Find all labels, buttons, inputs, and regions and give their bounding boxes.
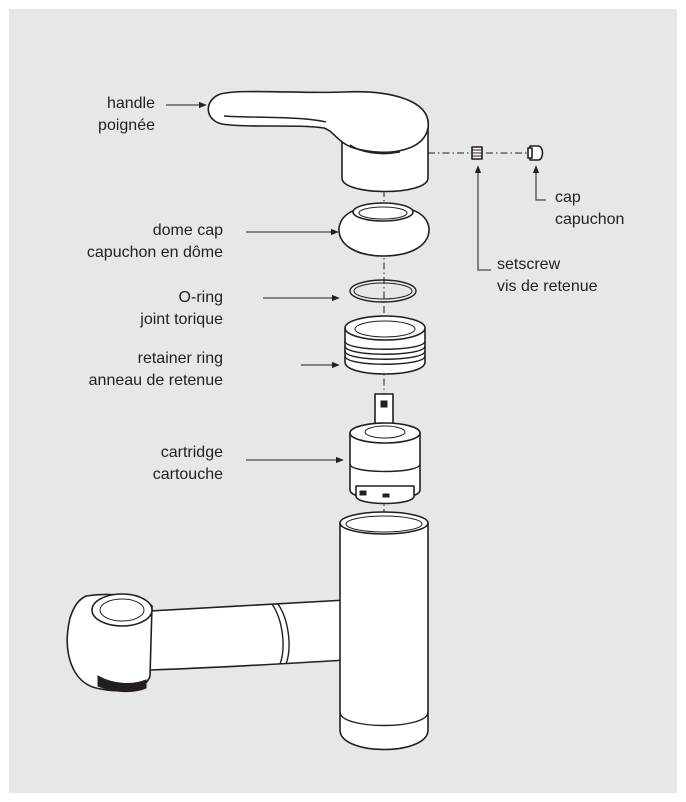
setscrew-label-en: setscrew [497,256,561,273]
retainer-ring-label-fr: anneau de retenue [88,372,223,389]
setscrew-leader [474,165,491,271]
cap-part [527,145,544,161]
o-ring-part [349,279,417,303]
o-ring-label-en: O-ring [178,289,223,306]
o-ring-label-fr: joint torique [140,311,223,328]
handle-label-fr: poignée [98,117,155,134]
faucet-body [66,511,429,751]
cartridge-part [349,393,421,505]
dome-cap-label: dome cap capuchon en dôme [87,220,223,264]
cap-leader [532,165,546,201]
cap-label: cap capuchon [555,187,624,231]
handle-part [207,90,429,193]
retainer-ring-part [344,315,426,375]
dome-cap-label-en: dome cap [152,222,223,239]
cap-label-fr: capuchon [555,211,625,228]
dome-cap-part [338,202,430,257]
setscrew-label-fr: vis de retenue [497,278,598,295]
cap-label-en: cap [555,189,581,206]
dome-cap-label-fr: capuchon en dôme [86,244,223,261]
retainer-ring-label-en: retainer ring [137,350,223,367]
cartridge-label-en: cartridge [160,444,223,461]
setscrew-label: setscrew vis de retenue [497,254,598,298]
cartridge-label-fr: cartouche [152,466,223,483]
handle-label-en: handle [106,95,155,112]
setscrew-part [471,146,483,160]
handle-label: handle poignée [98,93,155,137]
o-ring-label: O-ring joint torique [140,287,223,331]
cartridge-label: cartridge cartouche [153,442,223,486]
retainer-ring-label: retainer ring anneau de retenue [89,348,223,392]
